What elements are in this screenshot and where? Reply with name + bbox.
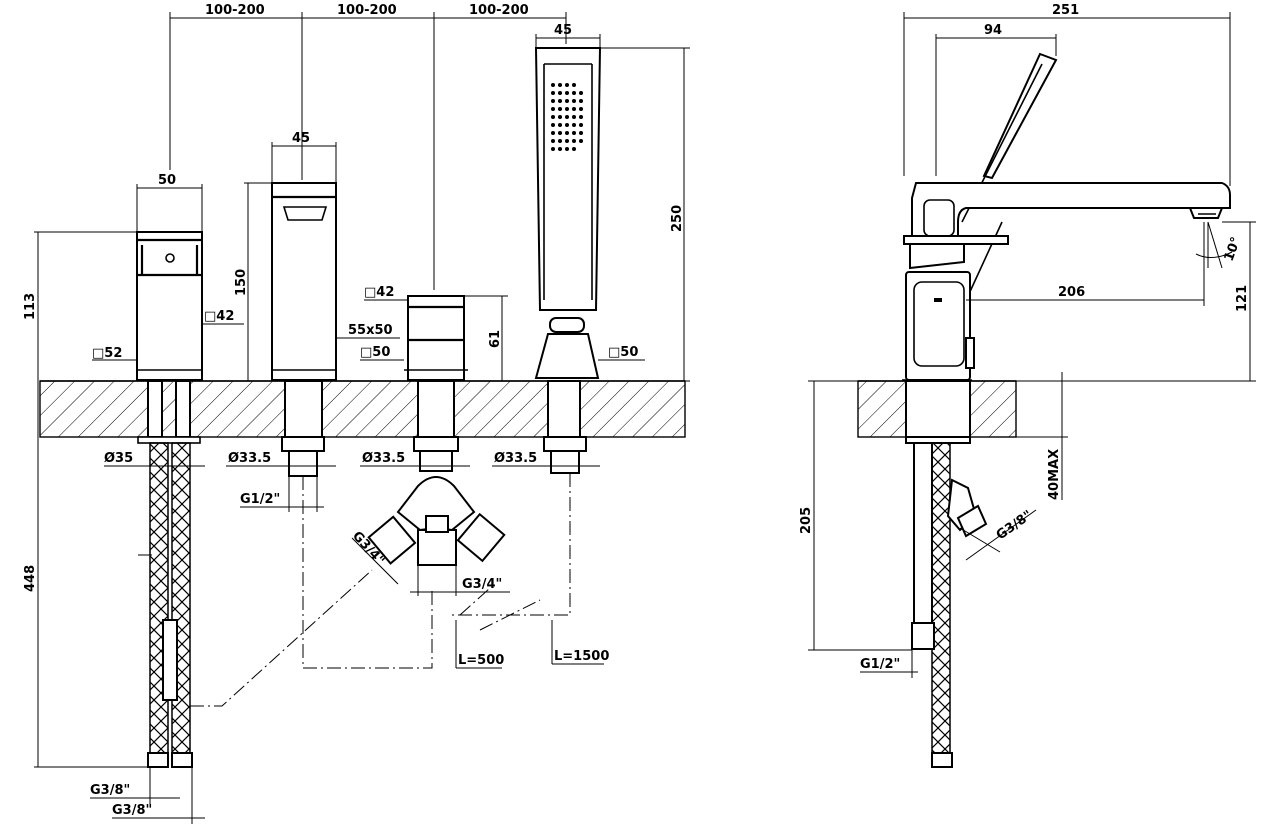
diverter-shank-diameter-label: Ø33.5	[362, 451, 405, 466]
hose-thread-1-label: G3/8"	[90, 783, 130, 798]
hose-overall-height-label: 448	[23, 565, 38, 592]
braided-hose-left	[149, 442, 169, 754]
hose-length-a-label: L=500	[458, 653, 504, 668]
spacing-label-3: 100-200	[469, 3, 529, 18]
hose-length-b-label: L=1500	[554, 649, 609, 664]
hand-shower-width-label: 45	[554, 23, 572, 38]
spout-base-label: 55x50	[348, 323, 393, 338]
hose-thread-2-label: G3/8"	[112, 803, 152, 818]
shower-shank-diameter-label: Ø33.5	[494, 451, 537, 466]
side-max-deck-label: 40MAX	[1047, 449, 1062, 500]
diverter-bottom-thread-label: G3/4"	[462, 577, 502, 592]
side-overall-length-label: 251	[1052, 3, 1079, 18]
diverter-base-square-label: □50	[360, 345, 390, 360]
diverter	[367, 295, 506, 566]
braided-hose-right	[171, 442, 191, 754]
lever-width-label: 50	[158, 173, 176, 188]
spout-width-label: 45	[292, 131, 310, 146]
lever-base-square-label: □52	[92, 346, 122, 361]
spacing-label-1: 100-200	[205, 3, 265, 18]
side-spout-angle-label: 10°	[1222, 235, 1245, 263]
diverter-height-label: 61	[488, 330, 503, 348]
lever-shank-diameter-label: Ø35	[104, 451, 133, 466]
shower-base-square-label: □50	[608, 345, 638, 360]
hand-shower-height-label: 250	[670, 205, 685, 232]
spacing-label-2: 100-200	[337, 3, 397, 18]
deck-section	[39, 380, 686, 438]
shower-spray-holes	[551, 83, 583, 151]
side-thread-label: G3/8"	[994, 508, 1036, 543]
side-below-deck-height-label: 205	[799, 507, 814, 534]
side-spout-height-label: 121	[1235, 285, 1250, 312]
lever-top-square-label: □42	[204, 309, 234, 324]
front-view: 100-200 100-200 100-200 45 250 50 113 □5…	[23, 3, 690, 824]
diverter-top-square-label: □42	[364, 285, 394, 300]
side-shower-offset-label: 94	[984, 23, 1002, 38]
spout-body	[271, 182, 337, 477]
spout-thread-label: G1/2"	[240, 492, 280, 507]
side-bottom-thread-label: G1/2"	[860, 657, 900, 672]
side-view: 251 94 206 121 10° 40MAX 205 G3/8"	[799, 3, 1256, 768]
side-spout-projection-label: 206	[1058, 285, 1085, 300]
spout-shank-diameter-label: Ø33.5	[228, 451, 271, 466]
lever-height-label: 113	[23, 293, 38, 320]
hand-shower	[534, 47, 602, 474]
spout-height-label: 150	[234, 269, 249, 296]
side-braided-hose	[931, 442, 951, 754]
lever-mixer	[136, 231, 203, 768]
